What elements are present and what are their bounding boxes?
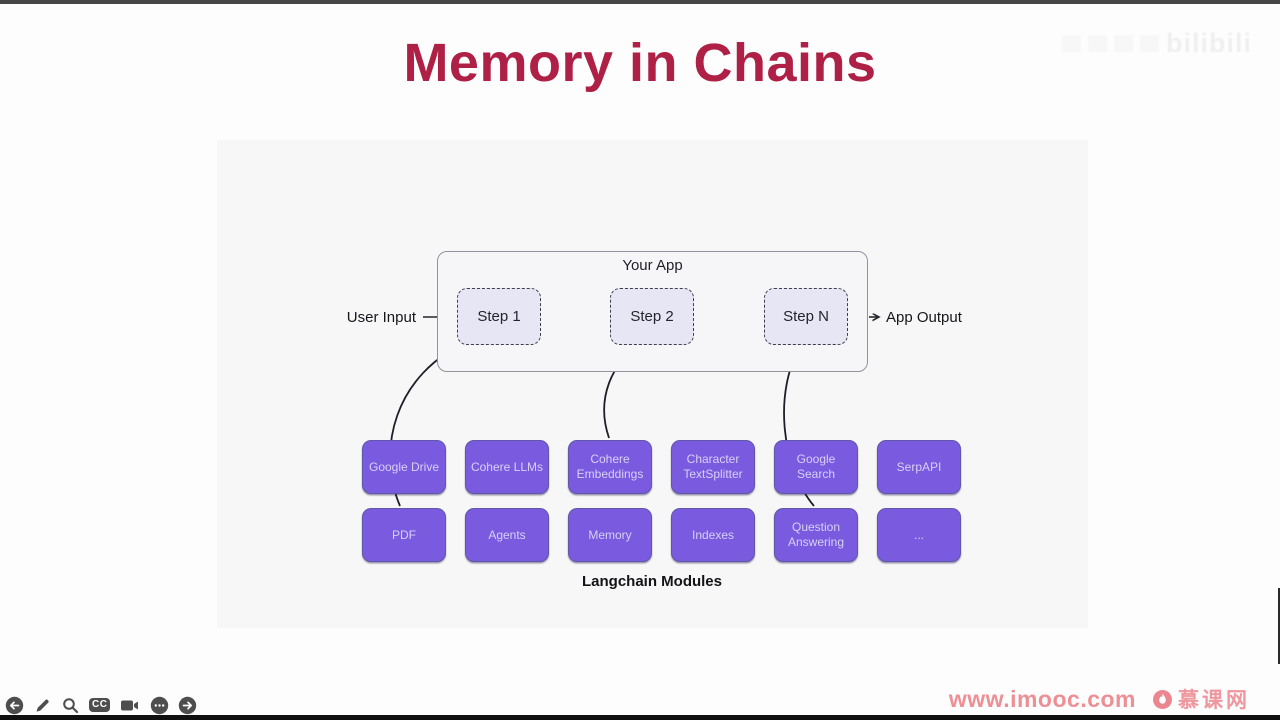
module-google-search: Google Search (774, 440, 858, 494)
module-character-textsplitter: Character TextSplitter (671, 440, 755, 494)
pencil-icon[interactable] (33, 696, 52, 715)
user-input-label: User Input (346, 309, 416, 326)
more-button[interactable] (150, 696, 169, 715)
imooc-brand: 慕课网 (1152, 684, 1250, 714)
imooc-watermark: www.imooc.com 慕课网 (949, 684, 1250, 714)
step-n-box: Step N (764, 288, 848, 345)
forward-button[interactable] (178, 696, 197, 715)
watermark-blur-block (1062, 35, 1081, 52)
module-more: ... (877, 508, 961, 562)
module-indexes: Indexes (671, 508, 755, 562)
letterbox-top (0, 0, 1280, 4)
arrow-right-circle-icon (179, 696, 197, 714)
module-cohere-embeddings: Cohere Embeddings (568, 440, 652, 494)
watermark-blur-block (1140, 35, 1159, 52)
camera-icon[interactable] (119, 696, 141, 715)
arrow-left-circle-icon (5, 696, 24, 714)
magnifier-icon[interactable] (61, 696, 80, 715)
watermark-blur-block (1088, 35, 1107, 52)
watermark-blur-block (1114, 35, 1133, 52)
module-agents: Agents (465, 508, 549, 562)
back-button[interactable] (5, 696, 24, 715)
step-1-box: Step 1 (457, 288, 541, 345)
page-title: Memory in Chains (403, 33, 877, 93)
closed-captions-button[interactable]: CC (89, 698, 111, 712)
player-toolbar: CC (5, 695, 197, 715)
your-app-label: Your App (622, 257, 683, 274)
module-serpapi: SerpAPI (877, 440, 961, 494)
app-output-label: App Output (886, 309, 962, 326)
langchain-modules-label: Langchain Modules (581, 573, 722, 590)
imooc-url: www.imooc.com (948, 685, 1136, 712)
module-google-drive: Google Drive (362, 440, 446, 494)
bilibili-watermark: bilibili (1062, 28, 1252, 59)
imooc-flame-logo-icon (1153, 689, 1172, 709)
module-memory: Memory (568, 508, 652, 562)
letterbox-bottom (0, 715, 1280, 720)
frame-right-edge (1278, 588, 1280, 664)
module-pdf: PDF (362, 508, 446, 562)
module-cohere-llms: Cohere LLMs (465, 440, 549, 494)
module-question-answering: Question Answering (774, 508, 858, 562)
bilibili-logo-text: bilibili (1166, 28, 1252, 58)
imooc-brand-text: 慕课网 (1178, 689, 1250, 712)
step-2-box: Step 2 (610, 288, 694, 345)
